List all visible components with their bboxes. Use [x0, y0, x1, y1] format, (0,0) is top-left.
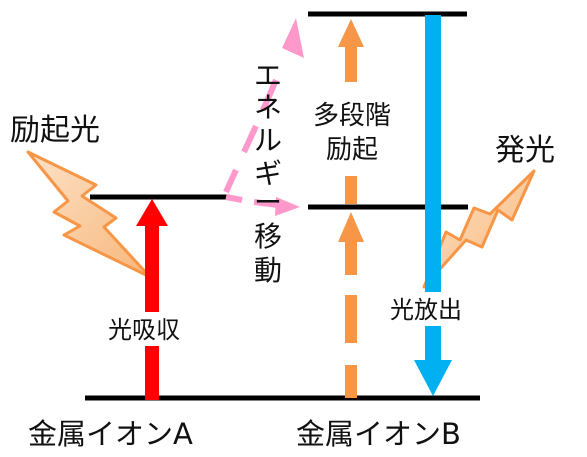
svg-text:ー: ー: [254, 186, 282, 219]
energy-transfer-arrow: [223, 78, 279, 194]
multistep-excitation-label: 多段階 励起: [310, 98, 394, 166]
emission-arrow-shaft: [425, 15, 441, 363]
multistep-lower-arrow: [338, 212, 364, 398]
energy-transfer-label: エ ネ ル ギ ー 移 動: [254, 59, 282, 287]
svg-text:多段階: 多段階: [313, 101, 391, 131]
absorption-arrow-head: [136, 199, 168, 226]
ion-a-label: 金属イオンA: [28, 417, 193, 451]
svg-text:動: 動: [254, 254, 282, 287]
energy-transfer-arrow-head-up: [282, 18, 304, 58]
emission-bolt-icon: [422, 169, 536, 289]
svg-text:ギ: ギ: [254, 157, 282, 190]
energy-transfer-arrow-side: [225, 194, 279, 208]
excitation-bolt-icon: [26, 150, 152, 279]
excitation-light-label: 励起光: [10, 113, 100, 148]
svg-text:励起: 励起: [326, 135, 378, 165]
svg-text:光吸収: 光吸収: [108, 316, 180, 344]
ion-b-label: 金属イオンB: [296, 417, 461, 451]
light-absorption-label: 光吸収: [104, 312, 200, 346]
svg-text:エ: エ: [254, 59, 282, 92]
svg-text:ル: ル: [254, 124, 282, 157]
light-release-label: 光放出: [388, 292, 480, 326]
svg-text:ネ: ネ: [254, 91, 282, 124]
svg-text:移: 移: [254, 220, 282, 253]
svg-text:光放出: 光放出: [390, 296, 462, 324]
emission-arrow-head: [414, 360, 452, 396]
emission-label: 発光: [495, 133, 555, 168]
energy-transfer-arrow-head-right: [275, 197, 300, 216]
